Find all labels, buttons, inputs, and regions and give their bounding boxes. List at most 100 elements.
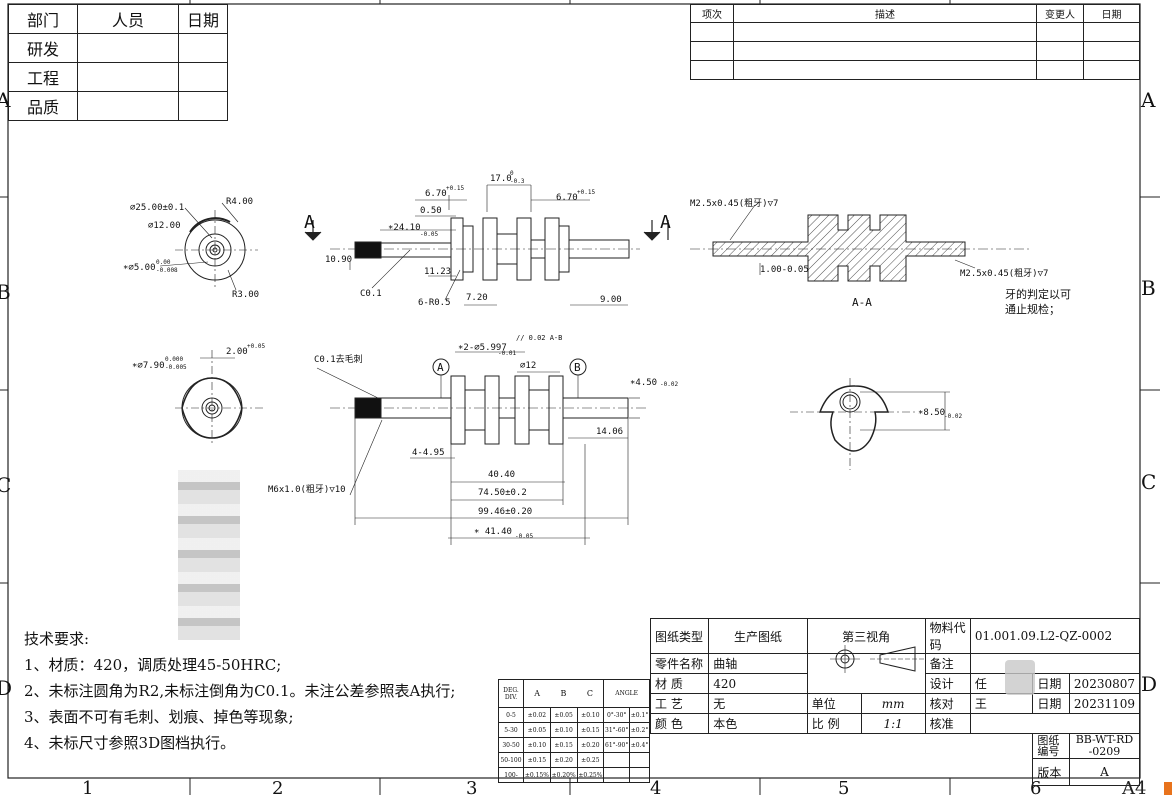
dim-900: 9.00 [600,295,622,305]
dim-d12b: ⌀12 [520,361,536,371]
thread-note-1: 牙的判定以可 [1005,287,1071,301]
zone-letter-d-left: D [0,676,13,700]
dim-200: 2.00 [226,347,248,357]
dim-200-tol: +0.05 [247,343,265,350]
tb-check-date: 20231109 [1068,693,1141,714]
dim-d790-tol-lo: -0.005 [165,364,187,371]
dim-d5-tol-up: 0.00 [156,259,171,266]
tb-drawing-type: 生产图纸 [708,618,808,654]
dept-header-date: 日期 [178,4,228,34]
dim-670a-tol: +0.15 [446,185,464,192]
dim-d5997-tol: -0.01 [498,350,516,357]
tb-process: 无 [708,693,808,714]
tb-version-label: 版本 [1032,758,1070,786]
tb-projection: 第三视角 [806,618,926,654]
zone-number-1: 1 [82,778,94,799]
tb-unit: mm [860,693,926,714]
zone-number-5: 5 [838,778,850,799]
dim-1123: 11.23 [424,267,451,277]
tb-design-label: 设计 [924,673,971,694]
dept-header-personnel: 人员 [77,4,179,34]
requirement-4: 4、未标尺寸参照3D图档执行。 [24,734,236,752]
dim-100: 1.00-0.05 [760,265,809,275]
front-view-top [304,184,661,306]
dim-c01-burr: C0.1去毛刺 [314,353,363,365]
dim-850: ∗8.50 [918,408,945,418]
tb-check-label: 核对 [924,693,971,714]
dim-r05: 6-R0.5 [418,298,451,308]
tb-remark-label: 备注 [924,653,971,674]
zone-number-3: 3 [466,778,478,799]
tol-header-angle: ANGLE [603,679,650,708]
department-table: 部门 人员 日期 研发 工程 品质 [8,4,228,121]
redacted-signature [1005,660,1035,695]
end-view-right [790,378,950,470]
dim-r3: R3.00 [232,290,259,300]
tb-scale: 1:1 [860,713,926,734]
tb-checker: 王 [969,693,1034,714]
tol-row: 50-100±0.15±0.20±0.25 [498,752,650,768]
tb-date-label-1: 日期 [1032,673,1070,694]
tb-material-code: 01.001.09.L2-QZ-0002 [969,618,1141,654]
tb-material-label: 材 质 [649,673,710,694]
tb-scale-label: 比 例 [806,713,862,734]
zone-letter-d-right: D [1141,672,1158,696]
dim-450-tol: -0.02 [660,381,678,388]
dim-495: 4-4.95 [412,448,445,458]
dim-450: ∗4.50 [630,378,657,388]
dept-row-quality: 品质 [8,91,78,121]
dim-1406: 14.06 [596,427,623,437]
technical-requirements: 技术要求: 1、材质：420，调质处理45-50HRC; 2、未标注圆角为R2,… [24,626,455,756]
tb-part-name: 曲轴 [708,653,808,674]
datum-a: A [437,361,444,374]
tol-row: 100-±0.15%±0.20%±0.25% [498,767,650,783]
dim-850-tol: -0.02 [944,413,962,420]
zone-letter-a-right: A [1141,88,1156,112]
tb-drawing-no-label: 图纸编号 [1032,733,1070,759]
section-mark-a-right: A [660,212,671,233]
dept-header-department: 部门 [8,4,78,34]
redacted-region [178,470,240,640]
dim-670b: 6.70 [556,193,578,203]
tb-version: A [1068,758,1141,786]
dim-170-tol: -0.3 [510,178,525,185]
dim-d12: ⌀12.00 [148,221,181,231]
tb-date-label-2: 日期 [1032,693,1070,714]
dim-4140-tol: -0.05 [515,533,533,540]
tb-color: 本色 [708,713,808,734]
tb-unit-label: 单位 [806,693,862,714]
dim-m25a: M2.5x0.45(粗牙)▽7 [690,197,778,209]
dim-d5: ∗⌀5.00 [123,263,156,273]
tb-drawing-no: BB-WT-RD-0209 [1068,733,1141,759]
dim-r4: R4.00 [226,197,253,207]
zone-letter-c-right: C [1141,470,1157,494]
tb-color-label: 颜 色 [649,713,710,734]
dim-m6: M6x1.0(粗牙)▽10 [268,483,346,495]
requirements-title: 技术要求: [24,630,90,648]
section-view-aa [667,204,1030,282]
tb-material-code-label: 物料代码 [924,618,971,654]
zone-number-4: 4 [650,778,662,799]
title-block: 图纸类型 生产图纸 第三视角 物料代码 01.001.09.L2-QZ-0002… [649,618,1141,786]
dim-m25b: M2.5x0.45(粗牙)▽7 [960,267,1048,279]
dim-d5997: ∗2-⌀5.997 [458,343,507,353]
dim-670b-tol: +0.15 [577,189,595,196]
zone-letter-a-left: A [0,88,11,112]
dim-d790: ∗⌀7.90 [132,361,165,371]
revision-table: 项次 描述 变更人 日期 [690,4,1140,80]
tb-approve-label: 核准 [924,713,971,734]
dim-4040: 40.40 [488,470,515,480]
zone-letter-b-left: B [0,280,11,304]
dim-670a: 6.70 [425,189,447,199]
tb-process-label: 工 艺 [649,693,710,714]
zone-number-6: 6 [1030,778,1042,799]
dim-170-zero: 0 [510,170,514,177]
section-mark-a-left: A [304,212,315,233]
tb-projection-symbol-cell [806,653,926,694]
dim-c01: C0.1 [360,289,382,299]
dim-4140: ∗ 41.40 [474,527,512,537]
dim-2410: ∗24.10 [388,223,421,233]
